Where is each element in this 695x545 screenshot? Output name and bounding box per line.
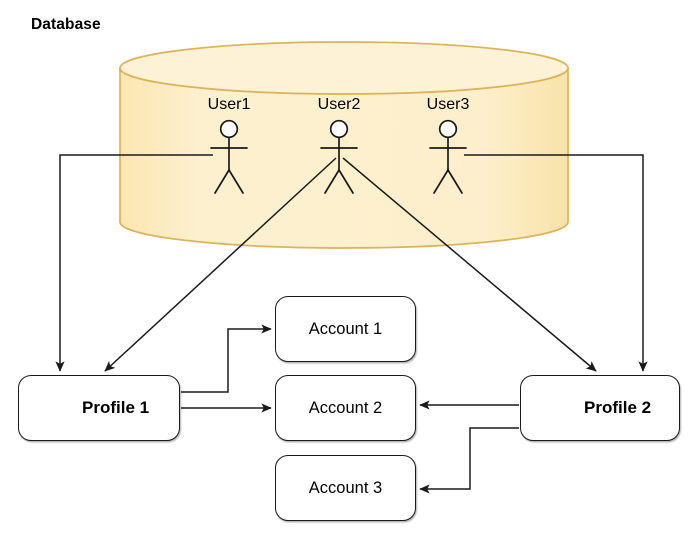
stick-figure-icon-user3 xyxy=(429,119,467,194)
stick-figure-icon-user1 xyxy=(210,119,248,194)
actor-label-user1: User1 xyxy=(207,96,251,113)
account-label: Account 3 xyxy=(308,478,383,497)
actor-label-user2: User2 xyxy=(317,96,361,113)
account-label: Account 2 xyxy=(308,398,383,417)
gear-icon xyxy=(29,385,75,431)
profile-label: Profile 2 xyxy=(584,398,652,417)
database-cylinder xyxy=(119,41,569,249)
stick-figure-icon-user2 xyxy=(320,119,358,194)
account-box-account3[interactable]: Account 3 xyxy=(275,455,416,521)
account-box-account1[interactable]: Account 1 xyxy=(275,296,416,362)
profile-label: Profile 1 xyxy=(82,398,150,417)
database-title: Database xyxy=(31,16,101,33)
account-label: Account 1 xyxy=(308,319,383,338)
edge-profile2-to-account3 xyxy=(419,427,519,494)
edge-user1-to-profile1 xyxy=(55,154,213,372)
edge-user3-to-profile2 xyxy=(464,154,648,372)
profile-box-profile2[interactable]: Profile 2 xyxy=(520,375,680,441)
gear-icon xyxy=(531,385,577,431)
profile-box-profile1[interactable]: Profile 1 xyxy=(18,375,180,441)
edge-profile1-to-account1 xyxy=(181,324,272,393)
account-box-account2[interactable]: Account 2 xyxy=(275,375,416,441)
actor-label-user3: User3 xyxy=(426,96,470,113)
